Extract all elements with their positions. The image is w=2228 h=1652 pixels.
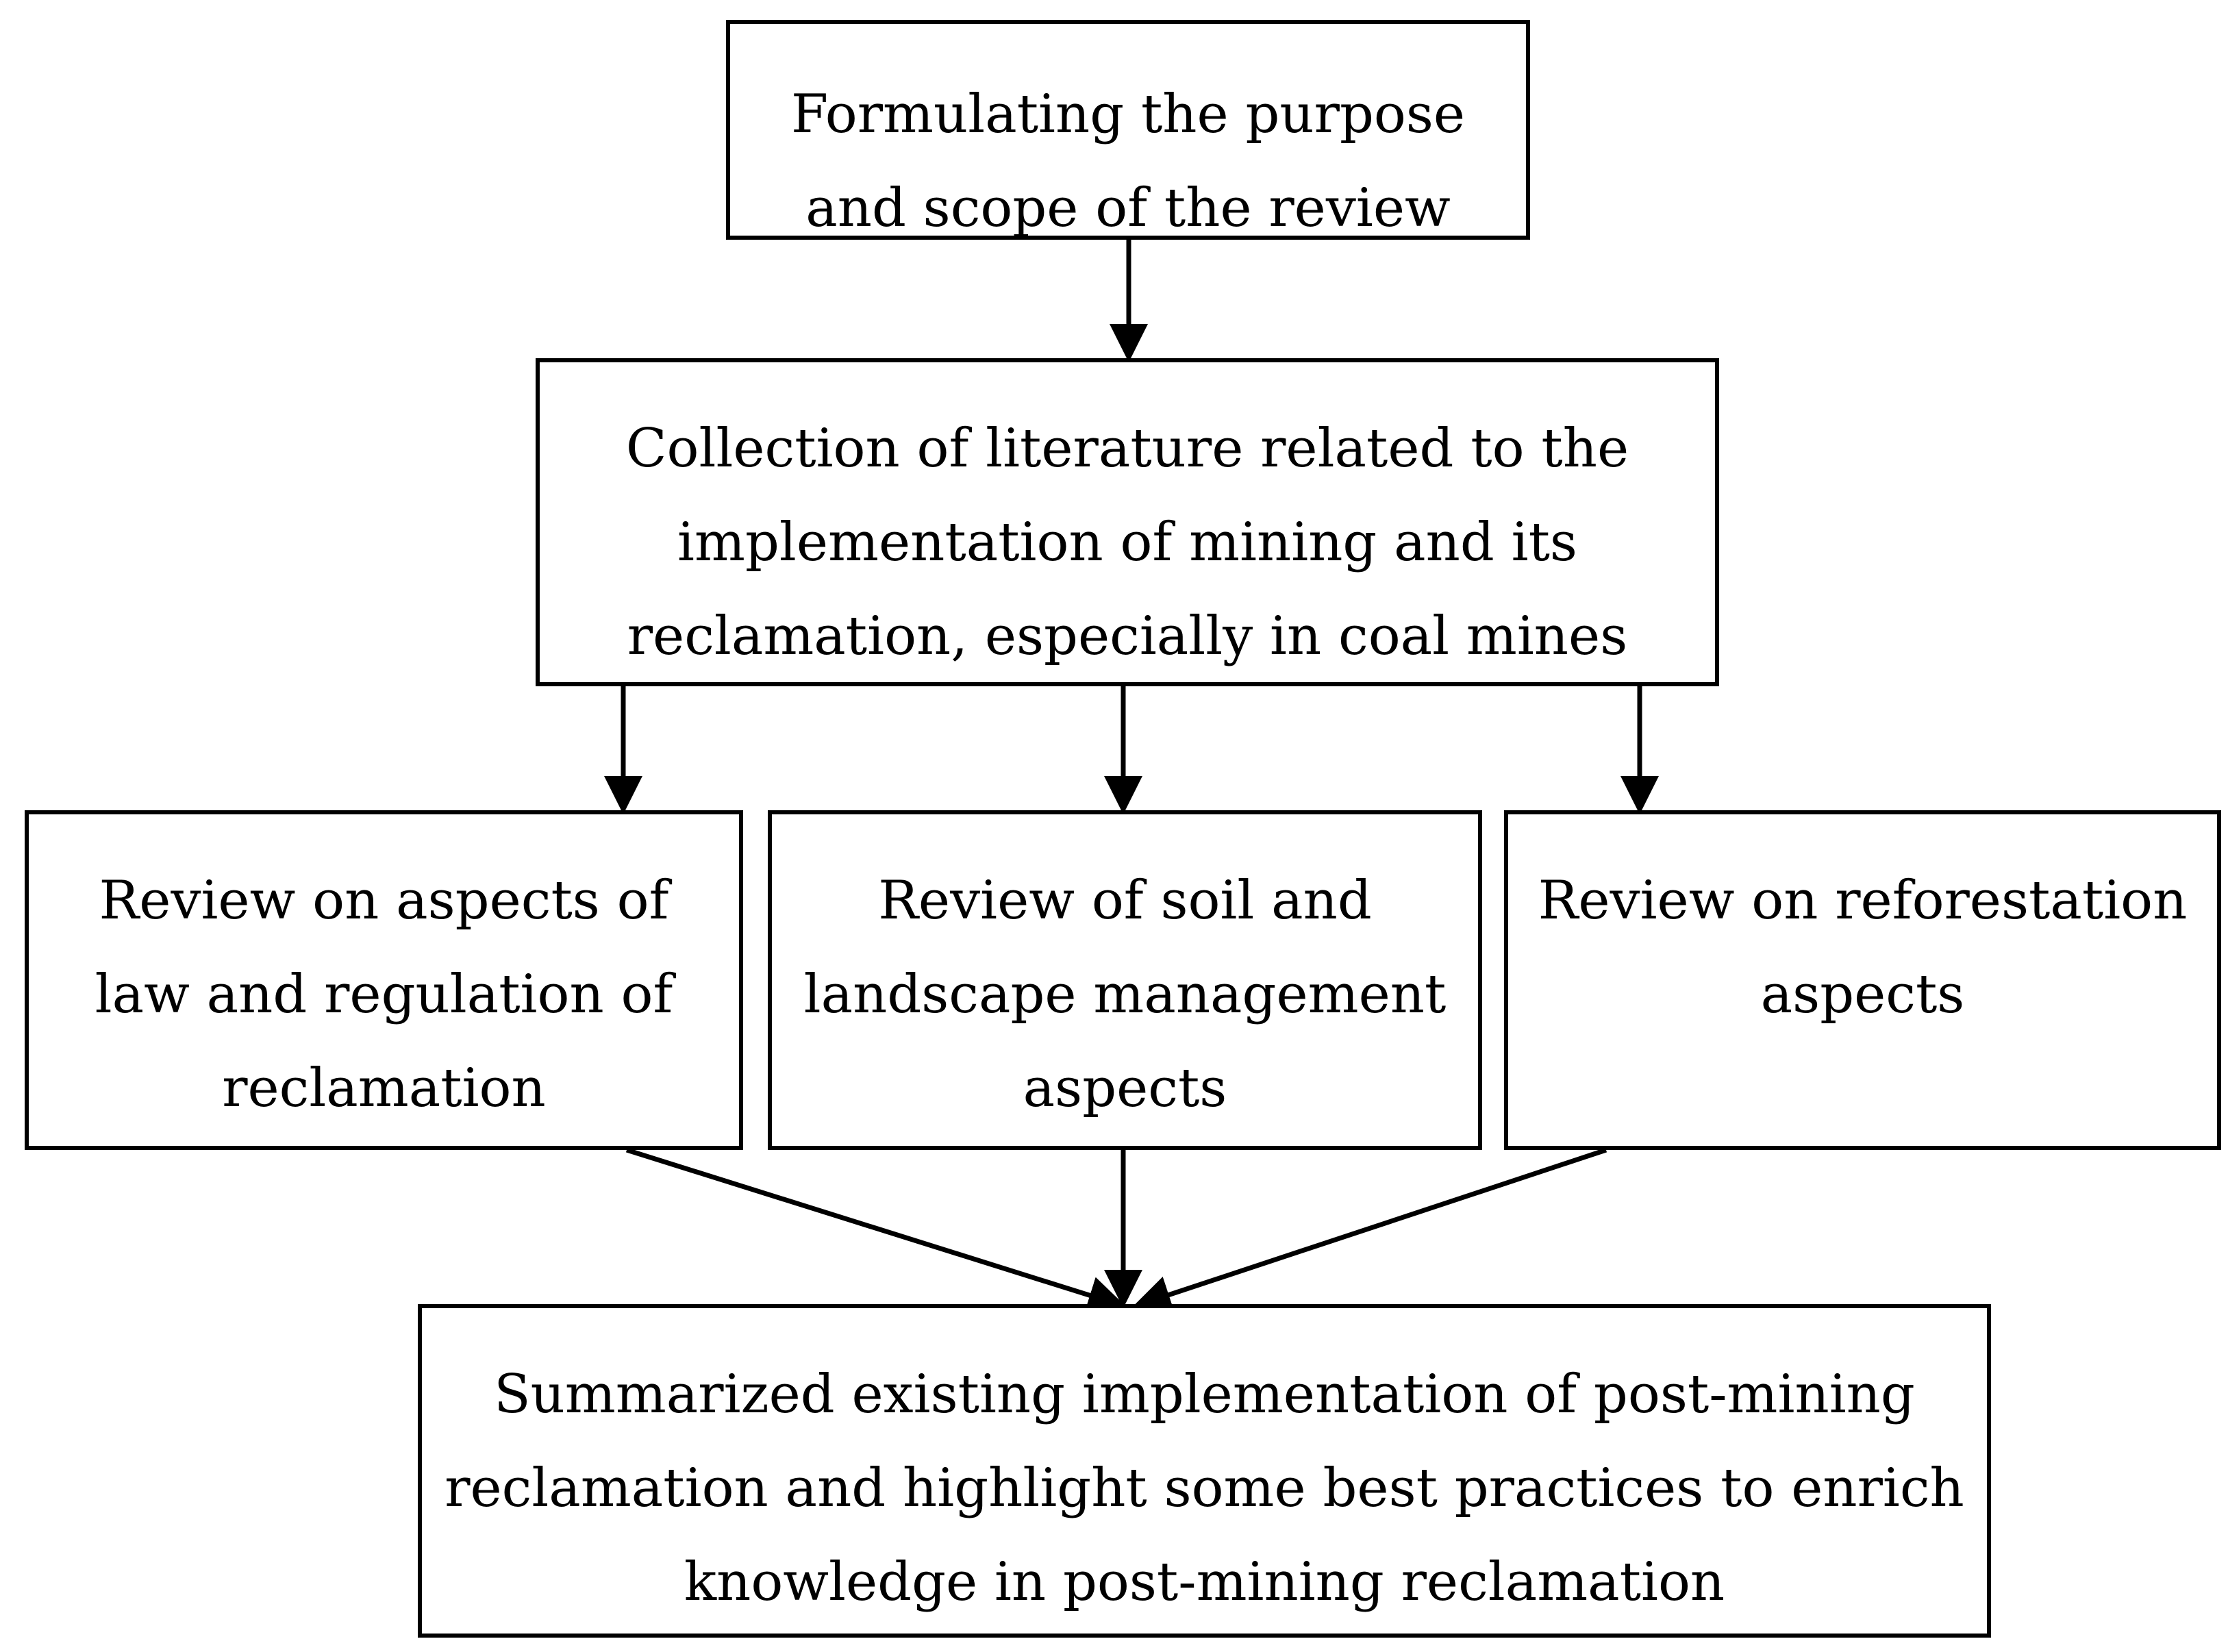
- node-text-line: Collection of literature related to the: [625, 418, 1629, 479]
- node-text-line: Review on reforestation: [1538, 870, 2188, 931]
- node-text-line: law and regulation of: [95, 964, 673, 1025]
- node-soil-landscape-review: Review of soil and landscape management …: [768, 810, 1482, 1150]
- node-text-line: reclamation, especially in coal mines: [627, 605, 1628, 667]
- node-summary: Summarized existing implementation of po…: [418, 1304, 1991, 1638]
- node-text-line: Review of soil and: [878, 870, 1372, 931]
- node-text-line: and scope of the review: [805, 177, 1451, 239]
- node-text-line: aspects: [1023, 1057, 1227, 1119]
- node-text-line: reclamation: [222, 1057, 546, 1119]
- node-text-line: reclamation and highlight some best prac…: [445, 1457, 1964, 1519]
- arrow-n3-n6: [625, 1147, 1127, 1314]
- node-literature-collection: Collection of literature related to the …: [536, 358, 1719, 686]
- node-formulating-purpose: Formulating the purpose and scope of the…: [726, 20, 1530, 240]
- node-reforestation-review: Review on reforestation aspects: [1504, 810, 2221, 1150]
- node-text-line: Summarized existing implementation of po…: [494, 1364, 1915, 1425]
- node-text-line: knowledge in post-mining reclamation: [684, 1551, 1725, 1613]
- node-law-regulation-review: Review on aspects of law and regulation …: [25, 810, 743, 1150]
- arrow-n5-n6: [1132, 1147, 1607, 1314]
- node-text-line: Review on aspects of: [99, 870, 669, 931]
- node-text-line: aspects: [1760, 964, 1965, 1025]
- node-text-line: Formulating the purpose: [790, 84, 1466, 145]
- node-text-line: implementation of mining and its: [677, 512, 1577, 573]
- node-text-line: landscape management: [803, 964, 1447, 1025]
